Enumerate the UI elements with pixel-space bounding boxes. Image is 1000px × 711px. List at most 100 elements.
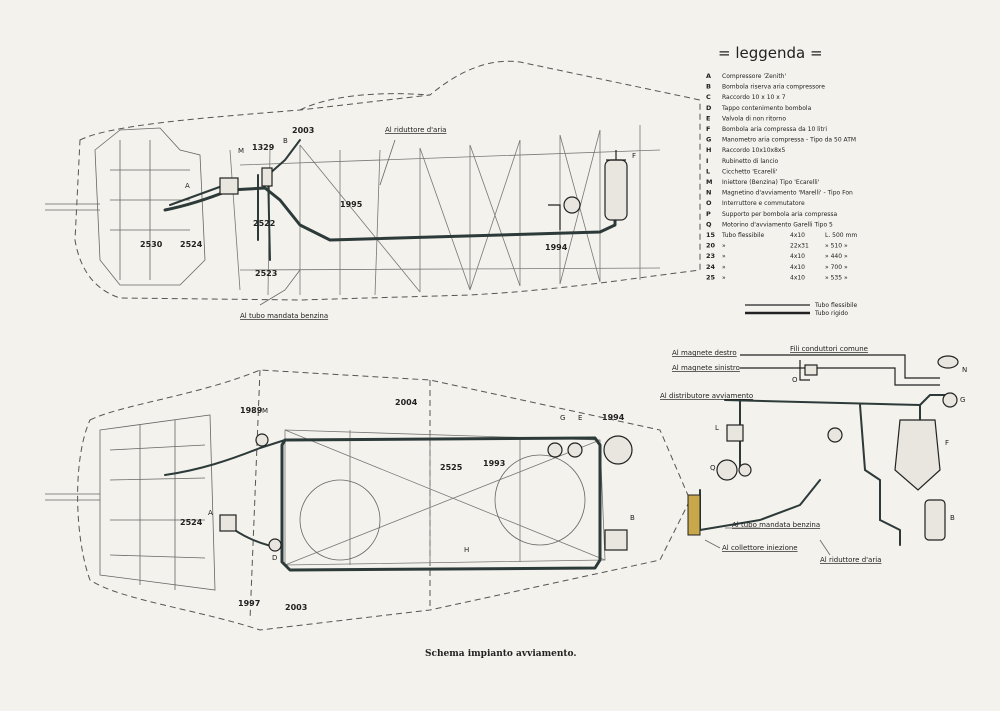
engine-detail [110, 140, 190, 280]
legend-item-text: Raccordo 10x10x8x5 [722, 147, 785, 154]
tube-dim: 4x10 [790, 264, 805, 271]
legend-code: N [706, 189, 711, 197]
tube-code: 24 [706, 263, 716, 271]
plan-letter-b: B [630, 514, 635, 522]
schem-fitting [738, 463, 752, 477]
plan-num-2003: 2003 [285, 603, 307, 612]
legend-item-text: Cicchetto 'Ecarelli' [722, 168, 778, 175]
tube-code: 15 [706, 231, 716, 239]
tube-code: 23 [706, 252, 715, 260]
tube-length: » 510 » [825, 243, 848, 250]
tube-dim: 4x10 [790, 253, 805, 260]
plan-pipe-feed [164, 439, 286, 476]
schem-motor-q [716, 459, 738, 481]
plan-num-2525: 2525 [440, 463, 463, 472]
num-1329: 1329 [252, 143, 275, 152]
label-distributore: Al distributore avviamento [660, 392, 753, 400]
label-collettore: Al collettore iniezione [722, 544, 798, 552]
schem-letter-f: F [945, 439, 949, 447]
legend-item-text: Raccordo 10 x 10 x 7 [722, 94, 786, 101]
label-schem-riduttore: Al riduttore d'aria [820, 556, 881, 564]
line-key-rigid-label: Tubo rigido [814, 310, 848, 317]
plan-mark-h: H [464, 546, 469, 554]
plan-num-2004: 2004 [395, 398, 418, 407]
plan-num-1997: 1997 [238, 599, 260, 608]
tube-desc: » [722, 264, 726, 271]
legend-code: E [706, 114, 710, 122]
tube-length: » 700 » [825, 264, 848, 271]
legend-code: I [706, 157, 708, 165]
plan-bottle-f [603, 435, 633, 465]
legend-code: D [706, 104, 712, 112]
plan-wheel-left [299, 479, 381, 561]
tube-desc: » [722, 253, 726, 260]
plan-wheel-right [494, 454, 586, 546]
legend-item-text: Bombola aria compressa da 10 litri [722, 126, 827, 133]
label-riduttore: Al riduttore d'aria [385, 126, 446, 134]
label-schem-mandata: Al tubo mandata benzina [732, 521, 820, 529]
letter-b: B [283, 137, 288, 145]
letter-m: M [238, 147, 244, 155]
schem-reservoir-b [924, 499, 946, 541]
plan-valve-g [547, 442, 563, 458]
tube-desc: » [722, 274, 726, 281]
num-2523: 2523 [255, 269, 277, 278]
engine-block [94, 127, 206, 286]
legend-title: = leggenda = [718, 44, 823, 62]
schem-pipe-to-b [879, 519, 901, 546]
tube-length: » 535 » [825, 274, 848, 281]
plan-view: 1989 2004 2525 1993 2524 1997 2003 1994 … [45, 369, 691, 631]
legend-code: P [706, 210, 711, 218]
plan-letter-m: M [262, 407, 268, 415]
propeller-shaft [45, 203, 100, 211]
schem-collector-pipe [687, 494, 701, 536]
plan-bottle-support [604, 529, 628, 551]
legend-code: G [706, 136, 711, 144]
schem-leaders [704, 527, 831, 556]
num-2530: 2530 [140, 240, 163, 249]
tube-code: 25 [706, 273, 716, 281]
wire-drop [799, 360, 810, 381]
schem-bottle-f [894, 419, 941, 491]
num-2524: 2524 [180, 240, 203, 249]
legend-item-text: Interruttore e commutatore [722, 200, 805, 207]
tube-length: » 440 » [825, 253, 848, 260]
legend-item-text: Manometro aria compressa - Tipo da 50 AT… [722, 137, 856, 144]
manometer-g [563, 196, 581, 214]
engine-plan-detail [109, 420, 206, 590]
magneto-n [937, 355, 959, 369]
legend-item-text: Tappo contenimento bombola [721, 105, 812, 112]
legend-code: C [706, 93, 711, 101]
plan-num-1994: 1994 [602, 413, 625, 422]
plan-compressor-a [219, 514, 237, 532]
legend-code: B [706, 83, 711, 91]
plan-fitting-d [268, 538, 282, 552]
line-key-flexible-label: Tubo flessibile [814, 302, 857, 309]
schem-manometer-g [942, 392, 958, 408]
plan-letter-e: E [578, 414, 582, 422]
letter-a: A [185, 182, 190, 190]
plan-letter-g: G [560, 414, 565, 422]
schem-letter-o: O [792, 376, 798, 384]
legend-item-text: Motorino d'avviamento Garelli Tipo 5 [722, 221, 833, 228]
air-bottle-f [604, 159, 628, 221]
legend-item-text: Rubinetto di lancio [722, 158, 778, 165]
plan-pipe-loop [280, 436, 602, 572]
plan-bracing [284, 429, 606, 566]
num-1995: 1995 [340, 200, 363, 209]
bottle-valve [606, 150, 626, 161]
fuselage-side-outline [74, 60, 701, 301]
num-2003: 2003 [292, 126, 314, 135]
tube-code: 20 [706, 242, 716, 250]
tube-dim: 4x10 [790, 232, 805, 239]
legend-code: A [706, 72, 711, 80]
schem-letter-n: N [962, 366, 967, 374]
fuselage-plan-outline [77, 369, 691, 631]
schem-letter-g: G [960, 396, 965, 404]
legend-code: L [706, 167, 710, 175]
legend-item-text: Magnetino d'avviamento 'Marelli' - Tipo … [722, 190, 853, 197]
leader-riduttore [379, 139, 396, 186]
schem-injector [827, 427, 843, 443]
